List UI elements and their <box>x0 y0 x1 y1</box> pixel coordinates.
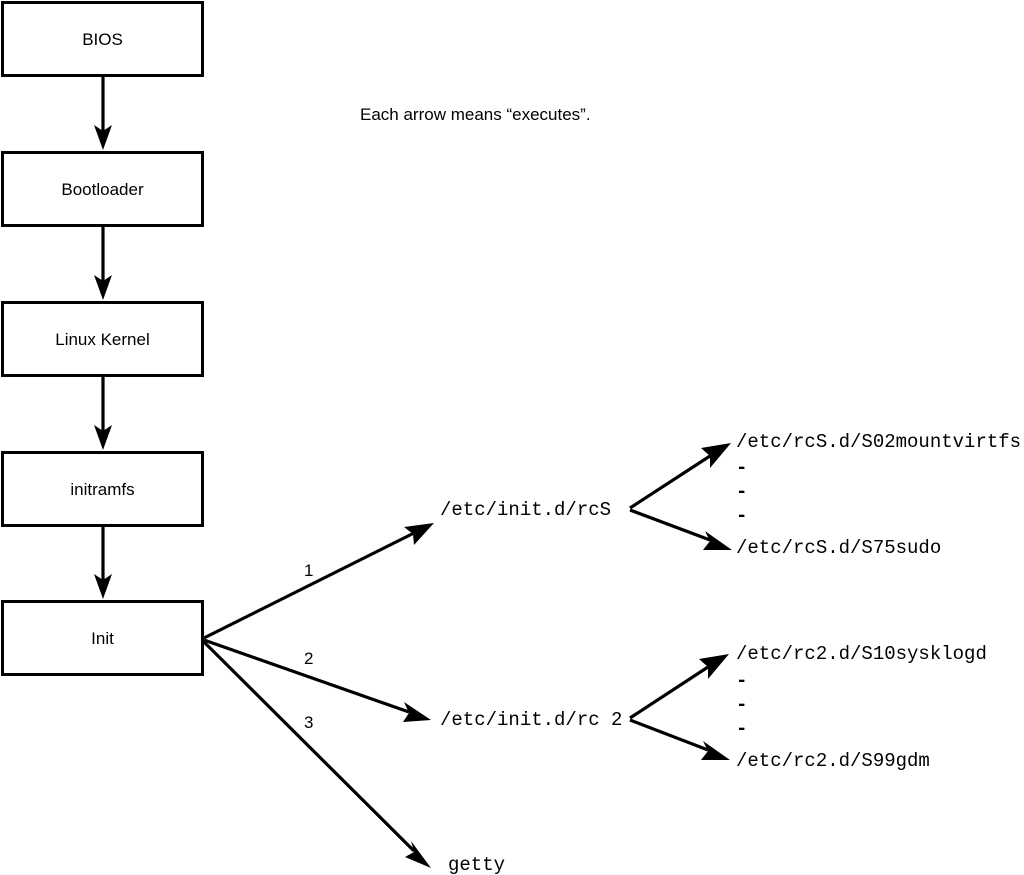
rc2-ellipsis-dash-3: - <box>736 718 747 740</box>
label-rc2-script-first: /etc/rc2.d/S10sysklogd <box>736 643 987 665</box>
rcs-ellipsis-dash-2: - <box>736 481 747 503</box>
arrow-rc2-to-last-script <box>629 718 730 760</box>
node-bootloader[interactable]: Bootloader <box>1 151 204 227</box>
arrow-init-to-rc2 <box>203 638 431 722</box>
rc2-ellipsis-dash-2: - <box>736 694 747 716</box>
arrow-initramfs-to-init <box>94 526 112 599</box>
node-linux-kernel[interactable]: Linux Kernel <box>1 301 204 377</box>
arrow-rcs-to-first-script <box>629 443 731 510</box>
edge-number-1: 1 <box>304 561 313 580</box>
edge-number-3: 3 <box>304 713 313 732</box>
rcs-ellipsis-dash-3: - <box>736 505 747 527</box>
label-rcs-script-first: /etc/rcS.d/S02mountvirtfs <box>736 431 1021 453</box>
caption-text: Each arrow means “executes”. <box>360 105 591 124</box>
node-init[interactable]: Init <box>1 600 204 676</box>
arrow-init-to-rcs <box>203 523 434 640</box>
label-rc2-script-last: /etc/rc2.d/S99gdm <box>736 750 930 772</box>
node-initramfs[interactable]: initramfs <box>1 451 204 527</box>
arrow-kernel-to-initramfs <box>94 376 112 450</box>
node-linux-kernel-label: Linux Kernel <box>55 330 150 349</box>
arrow-bios-to-bootloader <box>94 76 112 150</box>
node-initramfs-label: initramfs <box>70 480 134 499</box>
node-bios-label: BIOS <box>82 30 123 49</box>
node-init-rect <box>1 600 204 676</box>
label-etc-initd-rc2: /etc/init.d/rc 2 <box>440 709 622 731</box>
node-bootloader-rect <box>1 151 204 227</box>
rc2-ellipsis-dash-1: - <box>736 670 747 692</box>
arrow-rcs-to-last-script <box>629 508 732 550</box>
node-bios[interactable]: BIOS <box>1 1 204 77</box>
arrow-bootloader-to-kernel <box>94 226 112 300</box>
arrow-rc2-to-first-script <box>629 654 729 720</box>
arrow-init-to-getty <box>202 640 431 868</box>
node-init-label: Init <box>91 629 114 648</box>
node-initramfs-rect <box>1 451 204 527</box>
node-bios-rect <box>1 1 204 77</box>
label-getty: getty <box>448 854 505 875</box>
node-linux-kernel-rect <box>1 301 204 377</box>
node-bootloader-label: Bootloader <box>61 180 144 199</box>
rcs-ellipsis-dash-1: - <box>736 457 747 479</box>
label-etc-initd-rcs: /etc/init.d/rcS <box>440 499 611 521</box>
edge-number-2: 2 <box>304 649 313 668</box>
label-rcs-script-last: /etc/rcS.d/S75sudo <box>736 537 941 559</box>
